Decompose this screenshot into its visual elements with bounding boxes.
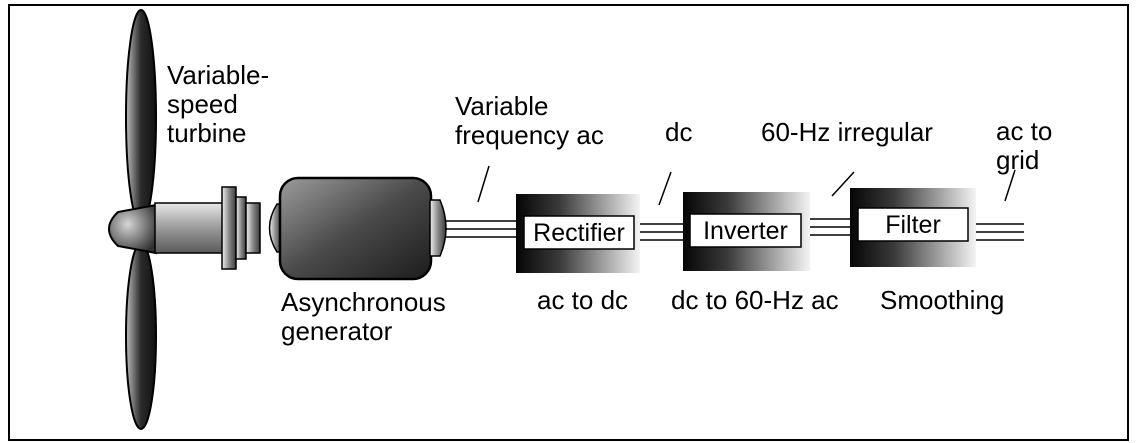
coupling-flange-2 [235,196,247,260]
rectifier-name: Rectifier [533,219,625,247]
coupling-flange-3 [245,202,261,254]
irregular-label: 60-Hz irregular [761,117,933,147]
generator-right-cap [429,199,447,257]
coupling-flange-1 [221,186,237,270]
filter-label-box [857,207,969,242]
filter-block [850,188,976,267]
turbine-rotor [108,9,157,430]
drive-shaft [154,186,261,270]
rectifier-label-box [523,215,635,250]
rectifier-function: ac to dc [537,285,629,315]
generator-body [278,176,433,281]
filter-name: Filter [885,211,941,239]
turbine-hub [108,203,157,255]
inverter-label-box [689,213,802,248]
filter-function: Smoothing [880,285,1005,315]
connection-lines [445,218,1024,241]
shaft-tube [154,202,224,254]
inverter-name: Inverter [703,217,788,245]
callout-leaders [477,165,1016,206]
turbine-label: Variable- speed turbine [167,60,270,148]
rectifier-block [516,194,640,273]
turbine-blade-bottom [125,242,157,430]
inverter-block [683,192,810,271]
inverter-function: dc to 60-Hz ac [671,285,839,315]
asynchronous-generator [268,176,447,281]
dc-label: dc [665,117,693,147]
generator-label: Asynchronous generator [281,287,446,346]
turbine-blade-top [125,9,157,225]
grid-label: ac to grid [996,116,1053,175]
variable-ac-label: Variable frequency ac [455,91,604,150]
